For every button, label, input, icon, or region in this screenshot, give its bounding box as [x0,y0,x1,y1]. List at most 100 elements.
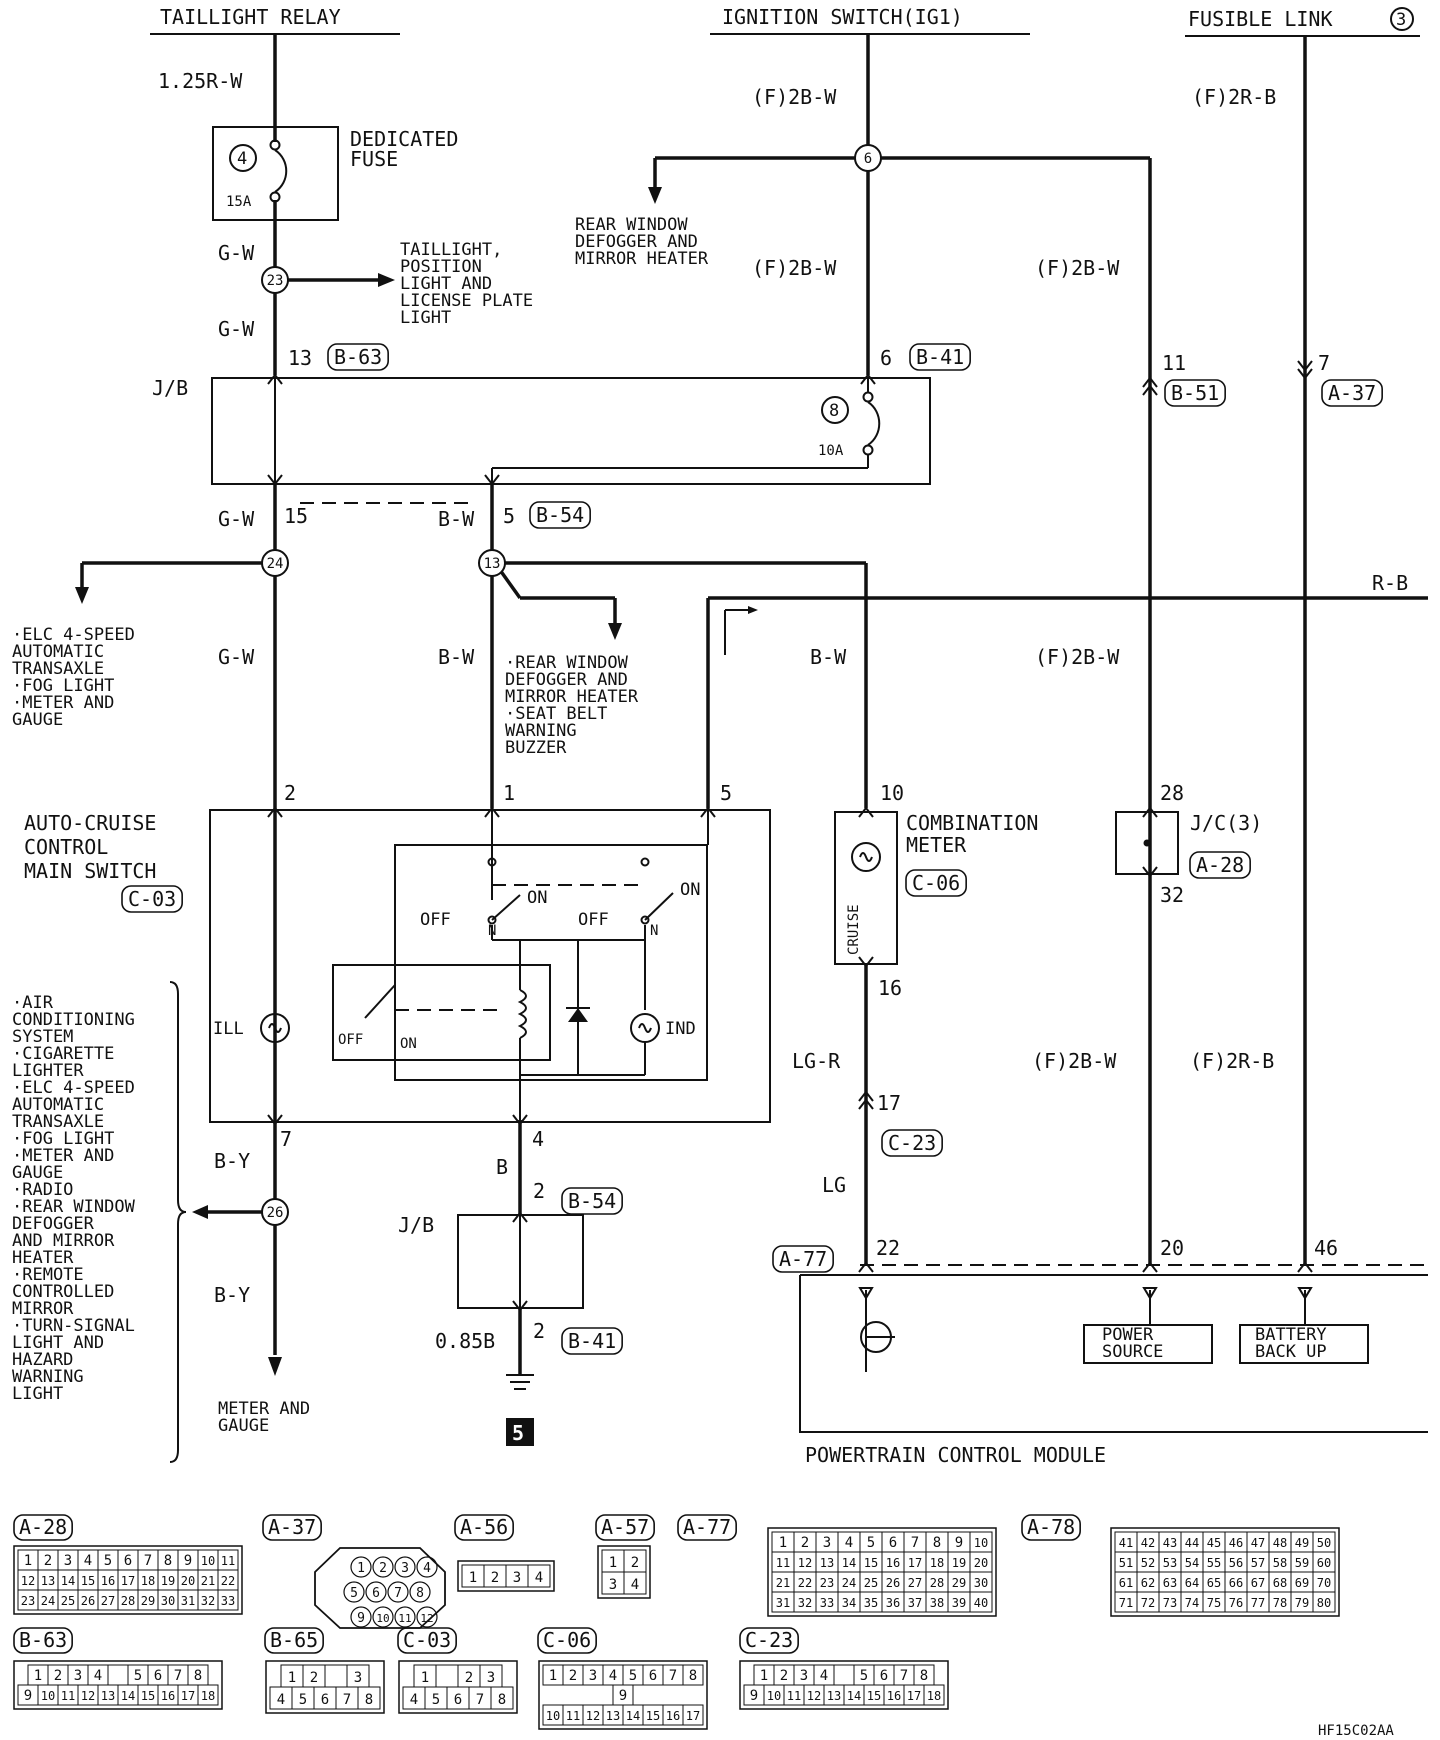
legend-pin-number: 50 [1317,1536,1331,1550]
left-list-bracket [169,981,187,1463]
label-line: MIRROR HEATER [505,687,639,707]
wire-label-lgr: LG-R [792,1049,841,1073]
wire-label-bw-c: B-W [810,645,847,669]
legend-pin-number: 1 [288,1670,296,1686]
jb-label-top: J/B [152,376,188,400]
legend-pin-number: 23 [21,1594,35,1608]
legend-pin-number: 13 [606,1709,620,1723]
legend-pin-number: 16 [886,1556,900,1570]
header-ignition-switch-text: IGNITION SWITCH(IG1) [722,5,963,29]
legend-pin-number: 12 [586,1709,600,1723]
arrow-bw-branch [608,623,622,640]
legend-pin-number: 8 [365,1692,373,1708]
legend-pin-number: 3 [354,1670,362,1686]
pin-chevron [858,1090,874,1102]
pin-chevron [1142,384,1158,396]
label-line: TAILLIGHT, [400,240,502,260]
legend-pin-number: 15 [646,1709,660,1723]
legend-pin-number: 24 [41,1594,55,1608]
label-line: CONTROL [24,835,108,859]
legend-pin-number: 14 [61,1574,75,1588]
jb-fuse-terminal-top [862,391,874,403]
legend-pin-number: 44 [1185,1536,1199,1550]
wire-label-rb: R-B [1372,571,1408,595]
legend-pin-cell [1312,1591,1336,1613]
legend-pin-number: 65 [1207,1576,1221,1590]
legend-pin-number: 13 [101,1689,115,1703]
legend-pin-number: 2 [310,1670,318,1686]
legend-a77-outline [767,1527,997,1617]
jb-fuse-number-circle [821,396,849,424]
legend-c03-outline [398,1660,518,1714]
legend-pin-number: 52 [1141,1556,1155,1570]
legend-pin-number: 3 [401,1561,409,1576]
cruise-lamp [851,842,881,872]
label-line: AUTO-CRUISE [24,811,156,835]
legend-pin-number: 51 [1119,1556,1133,1570]
legend-pin-number: 3 [64,1553,72,1569]
legend-pin-number: 24 [842,1576,856,1590]
legend-pin-number: 11 [776,1556,790,1570]
legend-pin-number: 9 [750,1688,758,1704]
legend-a37-pin [394,1556,416,1578]
legend-pin-number: 15 [141,1689,155,1703]
dedicated-fuse-amp: 15A [226,194,252,210]
label-line: ·REMOTE [12,1265,84,1285]
splice-number: 26 [267,1205,284,1221]
legend-pin-number: 3 [800,1668,808,1684]
switch-on-1: ON [527,888,547,908]
label-line: METER AND [218,1399,310,1419]
splice-circle [261,549,289,577]
legend-pin-number: 28 [930,1576,944,1590]
wire-label-f2bw-d: (F)2B-W [1035,645,1120,669]
header-ignition-switch: IGNITION SWITCH(IG1) [710,5,1030,35]
legend-pin-number: 79 [1295,1596,1309,1610]
pin-chevron [1297,360,1313,372]
splice-number: 24 [267,556,284,572]
legend-pin-number: 18 [927,1689,941,1703]
pin-chevron [484,806,500,818]
dedicated-fuse-box [212,126,339,221]
fusible-link-number: 3 [1396,10,1406,30]
legend-a37-pin [350,1606,372,1628]
legend-pin-number: 43 [1163,1536,1177,1550]
pin-chevron [512,1211,528,1223]
legend-pin-number: 4 [94,1668,102,1684]
legend-pin-number: 4 [820,1668,828,1684]
power-source-box [1083,1324,1213,1364]
label-line: TRANSAXLE [12,659,104,679]
legend-pin-number: 28 [121,1594,135,1608]
label-line: AUTOMATIC [12,642,104,662]
legend-pin-number: 4 [535,1570,543,1586]
legend-pin-number: 6 [124,1553,132,1569]
legend-pin-number: 1 [357,1561,365,1576]
legend-pin-number: 15 [867,1689,881,1703]
pcm-pin-22-marker [858,1287,874,1300]
legend-pin-cell [217,1589,239,1611]
wire-label-by-a: B-Y [214,1149,250,1173]
legend-pin-number: 21 [776,1576,790,1590]
legend-pin-number: 4 [410,1692,418,1708]
wire-label-bw-a: B-W [438,507,475,531]
legend-c23-outline [739,1660,949,1710]
legend-pin-number: 63 [1163,1576,1177,1590]
pin-chevron [267,806,283,818]
label-line: REAR WINDOW [575,215,688,235]
wire-label-gw-c: G-W [218,507,255,531]
legend-pin-number: 2 [379,1561,387,1576]
legend-pin-number: 37 [908,1596,922,1610]
label-line: SOURCE [1102,1342,1163,1362]
legend-pin-number: 7 [476,1692,484,1708]
legend-pin-number: 18 [141,1574,155,1588]
legend-label-box [454,1514,514,1541]
label-line: SYSTEM [12,1027,73,1047]
legend-pin-number: 1 [469,1570,477,1586]
legend-pin-number: 8 [498,1692,506,1708]
label-line: COMBINATION [906,811,1038,835]
pin-chevron [512,1300,528,1312]
legend-pin-number: 4 [277,1692,285,1708]
legend-pin-number: 66 [1229,1576,1243,1590]
legend-pin-number: 14 [847,1689,861,1703]
